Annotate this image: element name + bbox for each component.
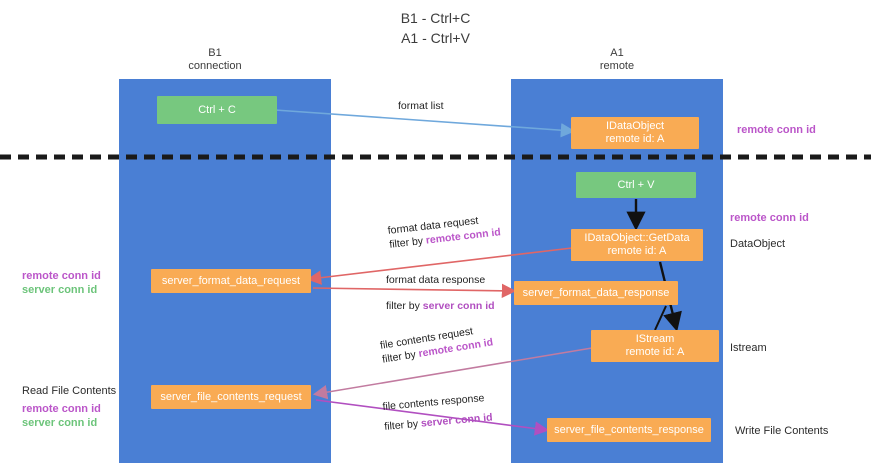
lane-header-b1-line-2: connection: [188, 60, 242, 72]
node-ctrl-c[interactable]: Ctrl + C: [157, 96, 277, 124]
node-server-file-contents-response[interactable]: server_file_contents_response: [547, 418, 711, 442]
node-server-format-data-request[interactable]: server_format_data_request: [151, 269, 311, 293]
edge-label-format-data-response: format data response filter by server co…: [386, 273, 495, 313]
lane-header-b1-line-1: B1: [208, 47, 222, 59]
node-istream-remote-id: remote id: A: [625, 346, 685, 358]
node-server-format-data-response[interactable]: server_format_data_response: [514, 281, 678, 305]
line-format-response-to-istream: [654, 305, 667, 331]
annotation-remote-conn-id-mid: remote conn id: [730, 212, 809, 224]
annotation-istream: Istream: [730, 342, 767, 354]
edge-label-format-data-response-line-1: format data response: [386, 274, 486, 286]
arrow-file-contents-response: [315, 399, 550, 436]
node-server-format-data-request-label: server_format_data_request: [161, 274, 301, 287]
annotation-left-remote-conn-id-mid: remote conn id: [22, 270, 101, 282]
node-ctrl-c-label: Ctrl + C: [198, 103, 236, 116]
arrow-format-data-request: [306, 247, 573, 285]
node-idataobject-remote-id: remote id: A: [605, 133, 665, 145]
annotation-left-server-conn-id-bottom: server conn id: [22, 417, 98, 429]
diagram-title-line-1: B1 - Ctrl+C: [400, 10, 471, 26]
diagram-title: B1 - Ctrl+C A1 - Ctrl+V: [0, 8, 871, 48]
lane-header-a1-line-2: remote: [599, 60, 635, 72]
lane-header-b1: B1 connection: [155, 47, 275, 73]
node-getdata-label: IDataObject::GetData: [584, 232, 690, 244]
edge-label-file-contents-response-filter-prefix: filter by: [383, 417, 422, 433]
node-getdata-remote-id: remote id: A: [607, 245, 667, 257]
node-server-file-contents-request-label: server_file_contents_request: [160, 390, 302, 403]
node-idataobject[interactable]: IDataObject remote id: A: [571, 117, 699, 149]
annotation-remote-conn-id-top: remote conn id: [737, 124, 816, 136]
arrow-format-list: [274, 109, 576, 138]
node-istream-label: IStream: [635, 333, 675, 345]
annotation-left-remote-conn-id-bottom: remote conn id: [22, 403, 101, 415]
annotation-dataobject: DataObject: [730, 238, 786, 250]
node-server-format-data-response-label: server_format_data_response: [522, 286, 670, 299]
node-ctrl-v[interactable]: Ctrl + V: [576, 172, 696, 198]
lane-header-a1: A1 remote: [557, 47, 677, 73]
node-getdata[interactable]: IDataObject::GetData remote id: A: [571, 229, 703, 261]
edge-label-format-data-response-filter-prefix: filter by: [386, 300, 423, 312]
edge-label-format-list: format list: [398, 100, 444, 112]
edge-label-format-data-response-line-2: filter by server conn id: [386, 299, 495, 313]
lane-header-a1-line-1: A1: [610, 47, 624, 59]
node-ctrl-v-label: Ctrl + V: [617, 178, 655, 191]
node-server-file-contents-response-label: server_file_contents_response: [554, 423, 704, 436]
node-istream[interactable]: IStream remote id: A: [591, 330, 719, 362]
annotation-left-server-conn-id-mid: server conn id: [22, 284, 98, 296]
arrow-format-data-response: [312, 283, 517, 299]
annotation-read-file-contents: Read File Contents: [22, 385, 117, 397]
phase-divider: [0, 154, 871, 160]
node-idataobject-label: IDataObject: [605, 120, 665, 132]
diagram-title-line-2: A1 - Ctrl+V: [401, 30, 470, 46]
annotation-write-file-contents: Write File Contents: [735, 425, 829, 437]
node-server-file-contents-request[interactable]: server_file_contents_request: [151, 385, 311, 409]
arrow-file-contents-request: [312, 347, 593, 400]
edge-label-format-data-response-filter-key: server conn id: [422, 300, 495, 312]
